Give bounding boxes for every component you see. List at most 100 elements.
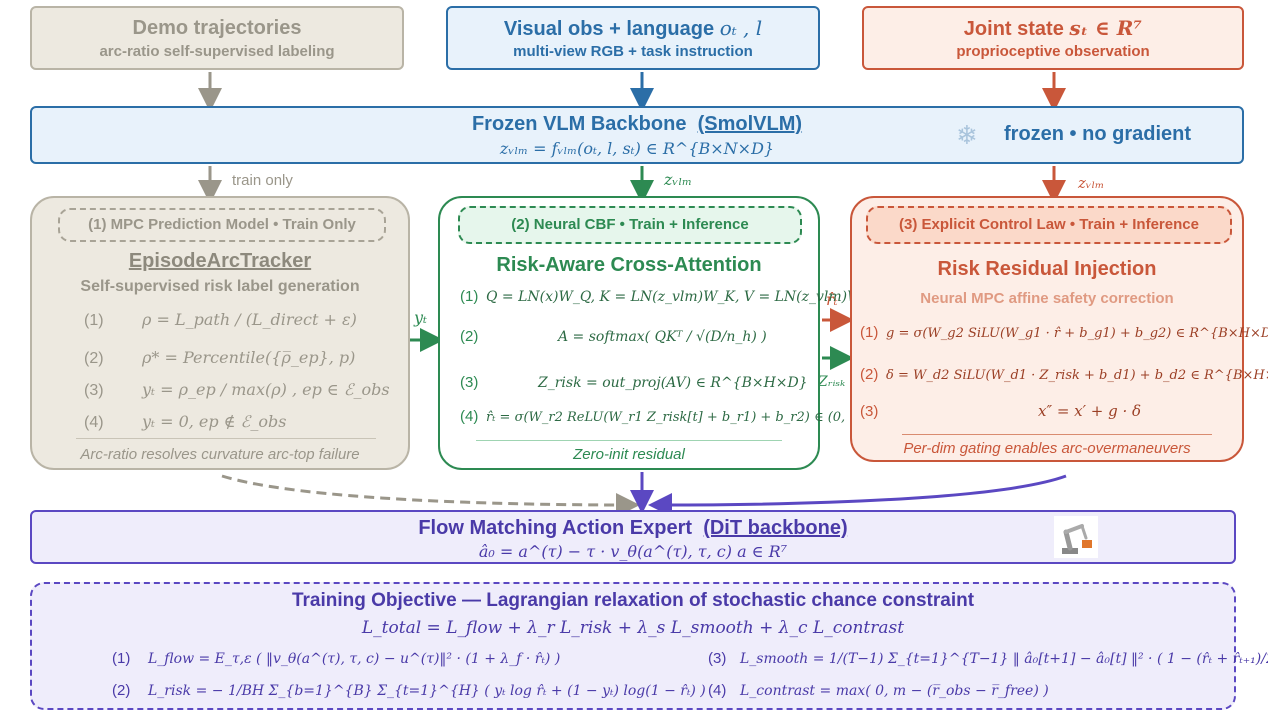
eq-num: (4) [84, 414, 104, 431]
arrow-panel1-to-flow [221, 474, 640, 517]
panel1-divider [76, 438, 376, 439]
eq-text: yₜ = 0, ep ∉ ℰ_obs [142, 412, 287, 431]
vlm-title-line: Frozen VLM Backbone (SmolVLM) [32, 113, 1242, 136]
eq-num: (1) [84, 312, 104, 329]
visual-obs-box: Visual obs + language oₜ , l multi-view … [446, 6, 820, 70]
panel1-eq-2: (2) ρ* = Percentile({ρ̅_ep}, p) [84, 348, 355, 368]
eq-text: Z_risk = out_proj(AV) ∈ R^{B×H×D} [538, 375, 808, 391]
eq-num: (1) [460, 288, 479, 305]
training-objective-box: Training Objective — Lagrangian relaxati… [30, 582, 1268, 710]
panel1-mpc: (1) MPC Prediction Model • Train Only Ep… [30, 196, 410, 470]
panel2-eq-3: (3) Z_risk = out_proj(AV) ∈ R^{B×H×D} [460, 374, 808, 391]
training-eq-2: (2) L_risk = − 1/BH Σ_{b=1}^{B} Σ_{t=1}^{… [112, 682, 706, 699]
eq-num: (4) [460, 408, 479, 425]
joint-title-line: Joint state sₜ ∈ R⁷ [864, 16, 1242, 41]
panel2-footer: Zero-init residual [573, 446, 685, 463]
panel3-footer: Per-dim gating enables arc-overmaneuvers [903, 440, 1191, 457]
panel3-subtitle: Neural MPC affine safety correction [920, 290, 1174, 307]
training-eq-1: (1) L_flow = E_τ,ε ( ‖v_θ(a^(τ), τ, c) − … [112, 650, 560, 667]
flow-title-line: Flow Matching Action Expert (DiT backbon… [32, 517, 1234, 540]
eq-num: (3) [460, 374, 479, 391]
visual-subtitle: multi-view RGB + task instruction [513, 43, 753, 60]
training-title: Training Objective — Lagrangian relaxati… [291, 590, 975, 611]
joint-subtitle: proprioceptive observation [956, 43, 1150, 60]
rt-label: r̂ₜ [826, 290, 838, 309]
panel1-eq-3: (3) yₜ = ρ_ep / max(ρ) , ep ∈ ℰ_obs [84, 380, 390, 400]
panel3-title: Risk Residual Injection [937, 258, 1157, 280]
flow-model: (DiT backbone) [703, 517, 848, 539]
eq-text: L_flow = E_τ,ε ( ‖v_θ(a^(τ), τ, c) − u^(… [148, 651, 561, 667]
demo-trajectories-box: Demo trajectories arc-ratio self-supervi… [30, 6, 404, 70]
panel1-footer: Arc-ratio resolves curvature arc-top fai… [80, 446, 360, 463]
eq-text: L_smooth = 1/(T−1) Σ_{t=1}^{T−1} ‖ â₀[t+… [740, 651, 1268, 667]
visual-title: Visual obs + language [503, 18, 715, 40]
eq-text: L_contrast = max( 0, m − (r̅_obs − r̅_fr… [740, 683, 1049, 699]
flow-title: Flow Matching Action Expert [418, 517, 693, 539]
eq-num: (3) [860, 403, 879, 420]
panel1-title: EpisodeArcTracker [128, 250, 312, 272]
eq-text: δ = W_d2 SiLU(W_d1 · Z_risk + b_d1) + b_… [886, 368, 1268, 383]
panel2-header: (2) Neural CBF • Train + Inference [458, 206, 802, 244]
panel2-cbf: (2) Neural CBF • Train + Inference Risk-… [438, 196, 879, 470]
eq-num: (1) [112, 650, 131, 667]
panel2-title: Risk-Aware Cross-Attention [496, 254, 762, 276]
eq-text: g = σ(W_g2 SiLU(W_g1 · r̂ + b_g1) + b_g2… [886, 326, 1268, 341]
panel1-eq-1: (1) ρ = L_path / (L_direct + ε) [84, 310, 357, 330]
panel3-eq-1: (1) g = σ(W_g2 SiLU(W_g1 · r̂ + b_g1) + b… [860, 324, 1268, 341]
eq-text: r̂ₜ = σ(W_r2 ReLU(W_r1 Z_risk[t] + b_r1)… [486, 410, 863, 425]
frozen-label: frozen • no gradient [1004, 123, 1192, 145]
eq-num: (2) [112, 682, 131, 699]
demo-subtitle: arc-ratio self-supervised labeling [99, 43, 335, 60]
vlm-backbone-box: Frozen VLM Backbone (SmolVLM) zᵥₗₘ = fᵥₗ… [30, 106, 1244, 164]
panel1-eq-4: (4) yₜ = 0, ep ∉ ℰ_obs [84, 412, 286, 432]
vlm-formula: zᵥₗₘ = fᵥₗₘ(oₜ, l, sₜ) ∈ R^{B×N×D} [499, 139, 775, 158]
visual-title-line: Visual obs + language oₜ , l [448, 16, 818, 41]
training-eq-3: (3) L_smooth = 1/(T−1) Σ_{t=1}^{T−1} ‖ â₀… [708, 650, 1268, 667]
zrisk-label: Zᵣᵢₛₖ [818, 374, 846, 390]
eq-text: Q = LN(x)W_Q, K = LN(z_vlm)W_K, V = LN(z… [486, 289, 879, 305]
eq-num: (2) [84, 350, 104, 367]
eq-num: (3) [708, 650, 727, 667]
eq-num: (2) [860, 366, 879, 383]
eq-text: yₜ = ρ_ep / max(ρ) , ep ∈ ℰ_obs [142, 380, 390, 399]
panel3-control-law: (3) Explicit Control Law • Train + Infer… [850, 196, 1268, 462]
vlm-model: (SmolVLM) [697, 113, 803, 135]
zvlm-mid-label: zᵥₗₘ [664, 170, 693, 189]
panel3-divider [902, 434, 1212, 435]
panel3-eq-2: (2) δ = W_d2 SiLU(W_d1 · Z_risk + b_d1) +… [860, 366, 1268, 383]
panel2-eq-4: (4) r̂ₜ = σ(W_r2 ReLU(W_r1 Z_risk[t] + b_… [460, 408, 863, 425]
panel3-header: (3) Explicit Control Law • Train + Infer… [866, 206, 1232, 244]
eq-text: A = softmax( QKᵀ / √(D/n_h) ) [558, 329, 767, 345]
joint-math: sₜ ∈ R⁷ [1069, 16, 1143, 40]
eq-num: (2) [460, 328, 479, 345]
eq-text: ρ = L_path / (L_direct + ε) [142, 310, 357, 329]
eq-text: x″ = x′ + g · δ [1038, 402, 1142, 420]
arrow-panel3-to-flow [648, 474, 1067, 517]
panel2-eq-1: (1) Q = LN(x)W_Q, K = LN(z_vlm)W_K, V = L… [460, 288, 879, 305]
panel2-divider [476, 440, 782, 441]
panel1-subtitle: Self-supervised risk label generation [80, 278, 360, 295]
eq-num: (3) [84, 382, 104, 399]
panel2-eq-2: (2) A = softmax( QKᵀ / √(D/n_h) ) [460, 328, 767, 345]
joint-title: Joint state [963, 18, 1064, 40]
eq-num: (4) [708, 682, 727, 699]
panel3-eq-3: (3) x″ = x′ + g · δ [860, 402, 1141, 420]
vlm-title: Frozen VLM Backbone [471, 113, 687, 135]
eq-text: L_risk = − 1/BH Σ_{b=1}^{B} Σ_{t=1}^{H} … [148, 683, 706, 699]
eq-num: (1) [860, 324, 879, 341]
visual-math: oₜ , l [719, 16, 763, 40]
joint-state-box: Joint state sₜ ∈ R⁷ proprioceptive obser… [862, 6, 1244, 70]
flow-matching-box: Flow Matching Action Expert (DiT backbon… [30, 510, 1236, 564]
panel1-header: (1) MPC Prediction Model • Train Only [58, 208, 386, 242]
training-eq-4: (4) L_contrast = max( 0, m − (r̅_obs − r̅… [708, 682, 1049, 699]
training-total: L_total = L_flow + λ_r L_risk + λ_s L_sm… [361, 618, 905, 638]
demo-title: Demo trajectories [132, 17, 302, 39]
eq-text: ρ* = Percentile({ρ̅_ep}, p) [142, 348, 356, 367]
train-only-label: train only [232, 172, 293, 189]
yt-label: yₜ [414, 308, 427, 327]
zvlm-right-label: zᵥₗₘ [1078, 174, 1105, 192]
snowflake-icon: ❄ [956, 120, 978, 150]
flow-formula: â₀ = a^(τ) − τ · v_θ(a^(τ), τ, c) a ∈ R⁷ [478, 542, 788, 561]
robot-arm-icon [1054, 516, 1098, 558]
